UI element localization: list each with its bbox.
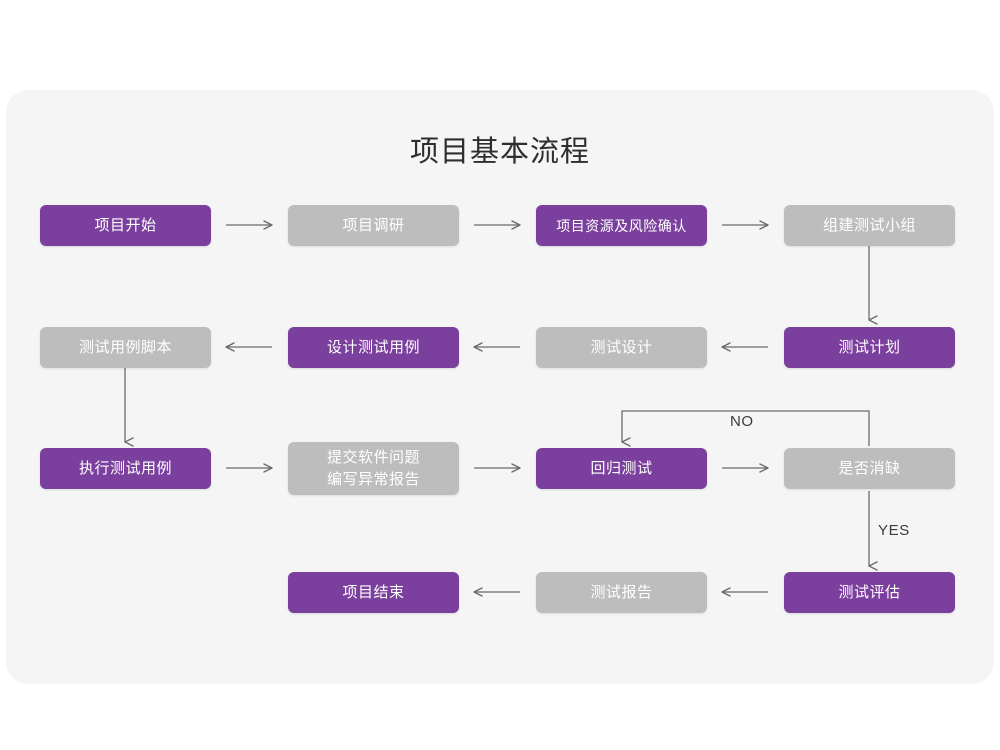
node-test-case-script[interactable]: 测试用例脚本: [40, 327, 211, 368]
node-test-evaluation[interactable]: 测试评估: [784, 572, 955, 613]
edge-label-yes: YES: [878, 522, 910, 539]
node-design-test-case[interactable]: 设计测试用例: [288, 327, 459, 368]
node-test-plan[interactable]: 测试计划: [784, 327, 955, 368]
node-resource-risk-confirm[interactable]: 项目资源及风险确认: [536, 205, 707, 246]
node-regression-test[interactable]: 回归测试: [536, 448, 707, 489]
node-project-start[interactable]: 项目开始: [40, 205, 211, 246]
node-defect-cleared[interactable]: 是否消缺: [784, 448, 955, 489]
node-submit-issue-report[interactable]: 提交软件问题 编写异常报告: [288, 442, 459, 495]
edge-label-no: NO: [730, 413, 754, 430]
node-execute-test-case[interactable]: 执行测试用例: [40, 448, 211, 489]
node-test-report[interactable]: 测试报告: [536, 572, 707, 613]
node-project-end[interactable]: 项目结束: [288, 572, 459, 613]
node-project-research[interactable]: 项目调研: [288, 205, 459, 246]
node-build-test-team[interactable]: 组建测试小组: [784, 205, 955, 246]
node-test-design[interactable]: 测试设计: [536, 327, 707, 368]
page-title: 项目基本流程: [409, 136, 590, 168]
